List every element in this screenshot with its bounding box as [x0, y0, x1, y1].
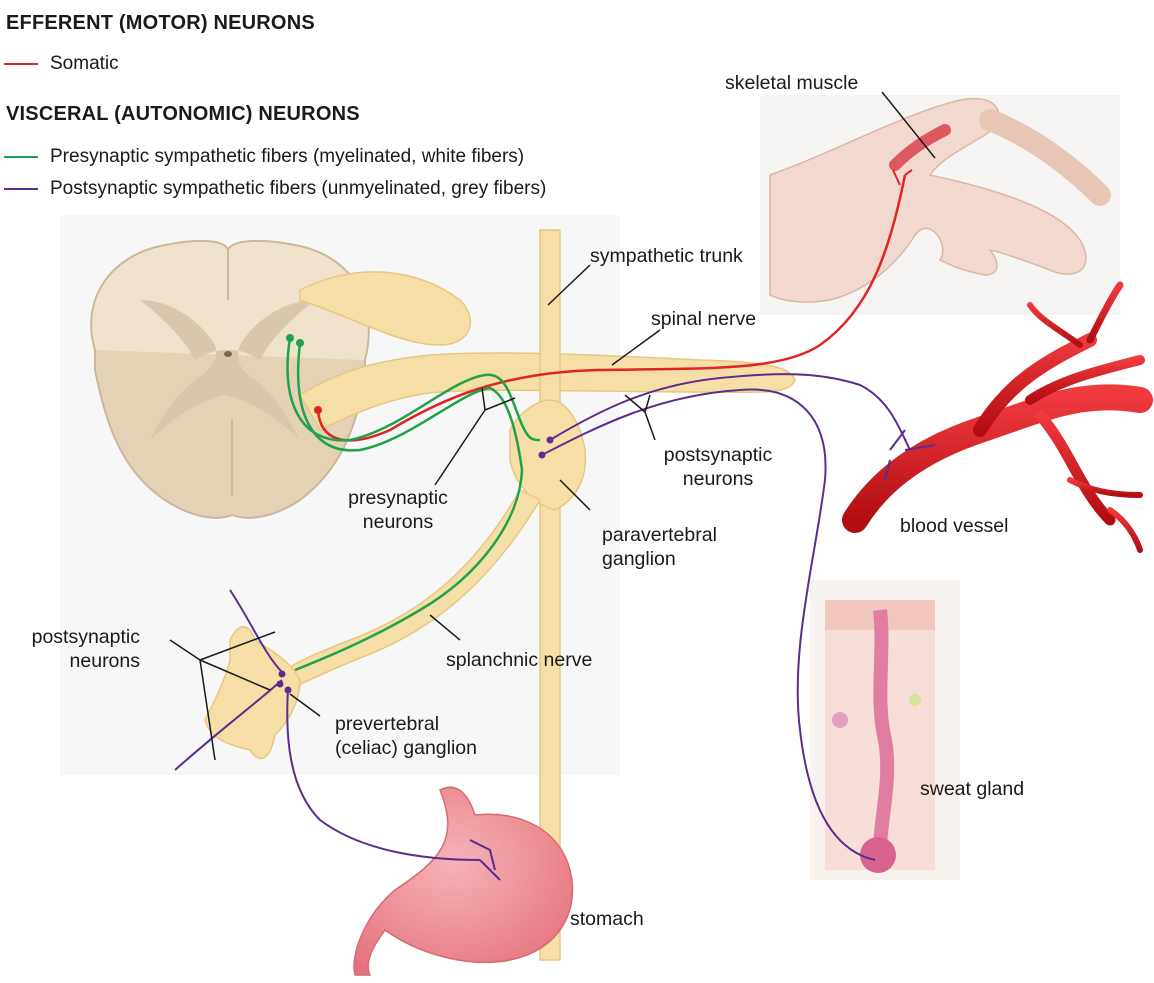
postsynaptic-cell-body-2	[539, 452, 546, 459]
label-presynaptic-line2: neurons	[328, 510, 468, 534]
label-presynaptic-neurons: presynaptic neurons	[328, 486, 468, 534]
label-presynaptic-line1: presynaptic	[328, 486, 468, 510]
label-prevertebral-line2: (celiac) ganglion	[335, 736, 477, 760]
label-postsynaptic-right-line2: neurons	[648, 467, 788, 491]
label-skeletal-muscle: skeletal muscle	[725, 71, 858, 95]
label-sympathetic-trunk: sympathetic trunk	[590, 244, 743, 268]
postsynaptic-cell-body-1	[547, 437, 554, 444]
label-paravertebral-ganglion: paravertebral ganglion	[602, 523, 717, 571]
postsynaptic-cell-body-4	[277, 681, 284, 688]
somatic-cell-body	[314, 406, 322, 414]
presynaptic-cell-body-1	[286, 334, 294, 342]
label-paravertebral-line1: paravertebral	[602, 523, 717, 547]
label-paravertebral-line2: ganglion	[602, 547, 717, 571]
postsynaptic-cell-body-5	[285, 687, 292, 694]
label-postsynaptic-right-line1: postsynaptic	[648, 443, 788, 467]
label-stomach: stomach	[570, 907, 644, 931]
label-postsynaptic-left-line2: neurons	[0, 649, 140, 673]
blood-vessel-illustration	[855, 285, 1140, 550]
label-spinal-nerve: spinal nerve	[651, 307, 756, 331]
label-splanchnic-nerve: splanchnic nerve	[446, 648, 592, 672]
label-postsynaptic-neurons-left: postsynaptic neurons	[0, 625, 140, 673]
label-postsynaptic-left-line1: postsynaptic	[0, 625, 140, 649]
label-blood-vessel: blood vessel	[900, 514, 1008, 538]
postsynaptic-cell-body-3	[279, 671, 286, 678]
label-sweat-gland: sweat gland	[920, 777, 1024, 801]
label-prevertebral-ganglion: prevertebral (celiac) ganglion	[335, 712, 477, 760]
sweat-gland-illustration	[825, 600, 935, 873]
gland-coil	[860, 837, 896, 873]
label-prevertebral-line1: prevertebral	[335, 712, 477, 736]
label-postsynaptic-neurons-right: postsynaptic neurons	[648, 443, 788, 491]
presynaptic-cell-body-2	[296, 339, 304, 347]
